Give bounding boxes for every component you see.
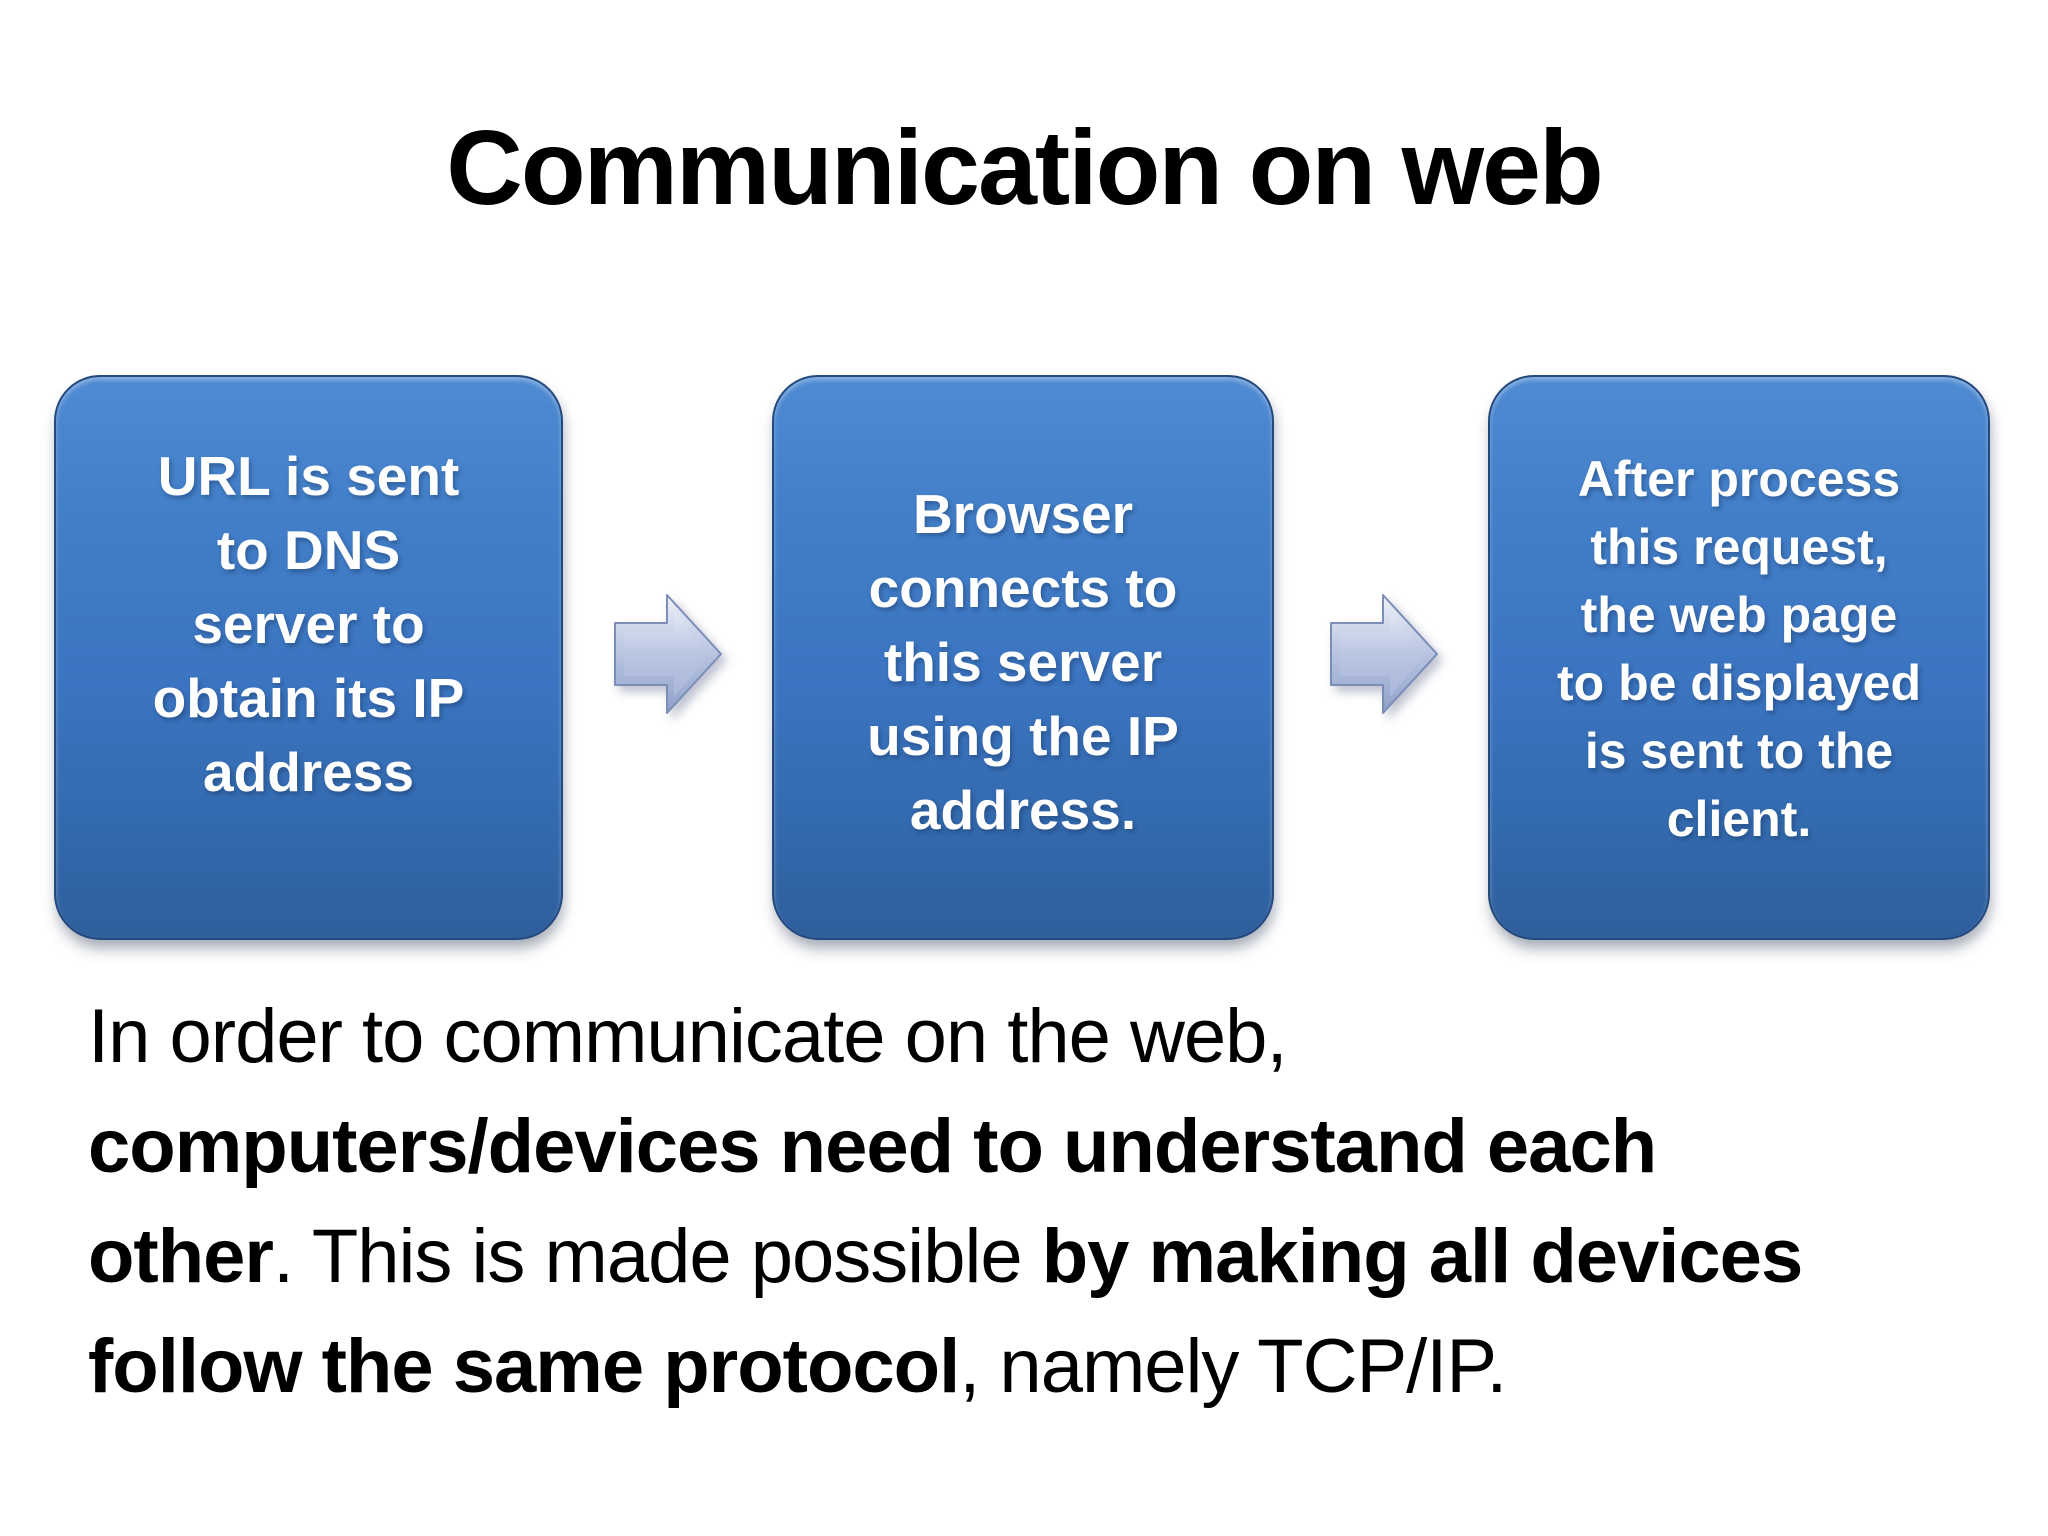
- paragraph-line: follow the same protocol, namely TCP/IP.: [88, 1312, 2018, 1422]
- box-text-line: this server: [883, 631, 1163, 693]
- box-text-line: obtain its IP: [152, 667, 465, 729]
- text-segment: other: [88, 1214, 274, 1299]
- process-box-text: URL is sent to DNS server to obtain its …: [56, 439, 561, 809]
- text-segment: computers/devices need to understand eac…: [88, 1104, 1657, 1189]
- box-text-line: using the IP: [867, 705, 1179, 767]
- box-text-line: the web page: [1580, 587, 1898, 643]
- paragraph-line: other. This is made possible by making a…: [88, 1202, 2018, 1312]
- box-text-line: address: [203, 741, 414, 803]
- slide-title: Communication on web: [446, 109, 1603, 227]
- box-text-line: Browser: [912, 483, 1134, 545]
- arrow-right-icon: [613, 592, 725, 716]
- process-box-url-to-dns: URL is sent to DNS server to obtain its …: [54, 375, 563, 940]
- process-box-browser-connect: Browser connects to this server using th…: [772, 375, 1274, 940]
- process-box-text: After process this request, the web page…: [1490, 445, 1988, 853]
- paragraph-line: computers/devices need to understand eac…: [88, 1092, 2018, 1202]
- box-text-line: address.: [909, 779, 1137, 841]
- text-segment: . This is made possible: [273, 1214, 1042, 1299]
- box-text-line: connects to: [868, 557, 1178, 619]
- body-paragraph: In order to communicate on the web, comp…: [88, 982, 2018, 1422]
- text-segment: , namely TCP/IP.: [959, 1324, 1507, 1409]
- box-text-line: to DNS: [216, 519, 401, 581]
- text-segment: In order to communicate on the web,: [88, 994, 1288, 1079]
- box-text-line: is sent to the: [1584, 723, 1894, 779]
- box-text-line: to be displayed: [1557, 655, 1921, 711]
- process-box-response-to-client: After process this request, the web page…: [1488, 375, 1990, 940]
- process-box-text: Browser connects to this server using th…: [774, 477, 1272, 847]
- text-segment: follow the same protocol: [88, 1324, 960, 1409]
- paragraph-line: In order to communicate on the web,: [88, 982, 2018, 1092]
- box-text-line: After process: [1577, 451, 1901, 507]
- arrow-right-icon: [1329, 592, 1441, 716]
- box-text-line: URL is sent: [157, 445, 460, 507]
- box-text-line: server to: [192, 593, 425, 655]
- box-text-line: client.: [1666, 791, 1812, 847]
- box-text-line: this request,: [1590, 519, 1888, 575]
- text-segment: by making all devices: [1041, 1214, 1803, 1299]
